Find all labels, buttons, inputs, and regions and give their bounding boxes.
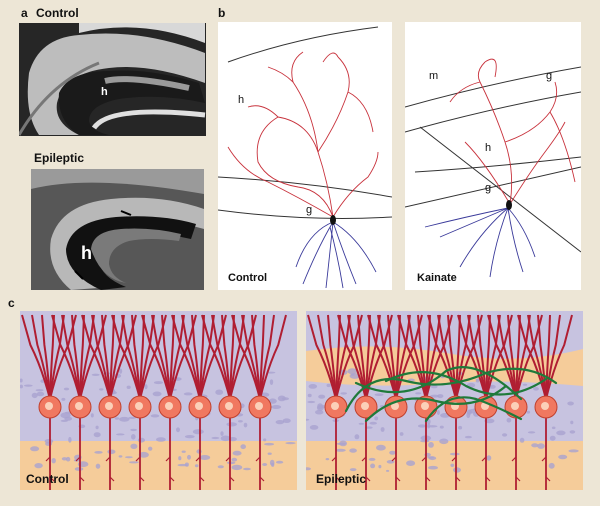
panel-b-letter: b (218, 6, 226, 20)
kainate-neuron-tracing: m g h g Kainate (405, 22, 581, 290)
epileptic-hippocampus-micrograph: h (31, 169, 204, 290)
panel-a-letter: a (21, 6, 28, 20)
kainate-tracing-label: Kainate (417, 272, 457, 284)
kainate-tracing-granule-label: g (485, 182, 492, 194)
control-hippocampus-micrograph: h (19, 23, 206, 136)
kainate-tracing-hilus-label: h (485, 142, 492, 154)
schematic-neuron (141, 314, 197, 490)
epileptic-schematic-label: Epileptic (316, 472, 367, 486)
control-hilus-label: h (101, 86, 108, 98)
kainate-tracing-molecular-label: m (429, 70, 439, 82)
kainate-tracing-granule-label-top: g (546, 70, 553, 82)
control-tracing-granule-label: g (306, 204, 313, 216)
schematic-neuron (201, 314, 257, 490)
control-neuron-tracing: h g Control (218, 22, 392, 290)
schematic-neuron (517, 314, 573, 490)
schematic-neuron (111, 314, 167, 490)
control-schematic-label: Control (26, 472, 69, 486)
epileptic-schematic: Epileptic (306, 311, 583, 490)
control-schematic: Control (20, 311, 297, 490)
epileptic-hilus-label: h (81, 243, 92, 263)
control-tracing-label: Control (228, 272, 268, 284)
control-tracing-hilus-label: h (238, 94, 245, 106)
panel-c-letter: c (8, 296, 15, 310)
schematic-neuron (337, 314, 393, 490)
panel-a-control-label: Control (36, 6, 79, 20)
panel-a-epileptic-label: Epileptic (34, 151, 85, 165)
schematic-neuron (231, 314, 287, 490)
